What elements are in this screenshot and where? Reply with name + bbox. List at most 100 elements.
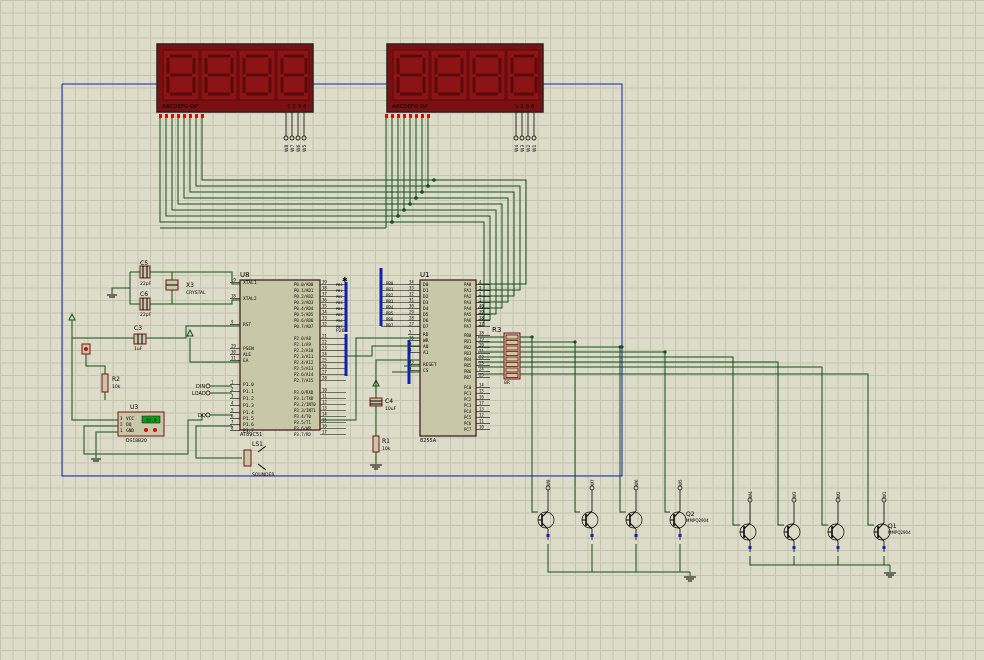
u1-pin-name: PA6 <box>464 318 472 323</box>
ls1-ref: LS1 <box>252 441 263 448</box>
r3-resistor-pack[interactable]: R3 8R <box>492 326 521 386</box>
c4-capacitor[interactable]: C4 10uF <box>369 397 397 412</box>
c5-capacitor[interactable]: C5 22pF <box>130 260 152 287</box>
transistor-net: W1 <box>882 491 887 498</box>
svg-text:2: 2 <box>120 422 123 427</box>
u1-pin-num: 34 <box>409 280 414 285</box>
u8-pin-num: 1 <box>231 380 234 385</box>
u8-pin-name: P3.6/WR <box>294 426 311 431</box>
u1-pin-name: PB6 <box>464 369 472 374</box>
u8-p0-net: PB3 <box>336 301 343 305</box>
u1-pin-name: PA3 <box>464 300 472 305</box>
u1-pin-name: PA2 <box>464 294 472 299</box>
u8-pin-num: 23 <box>322 346 327 351</box>
u8-pin-num: 28 <box>322 376 327 381</box>
c4-value: 10uF <box>385 406 397 412</box>
u8-p0-net: PB4 <box>336 307 343 311</box>
u1-pin-name: PC2 <box>464 397 472 402</box>
u8-pin-name: P0.0/AD0 <box>294 282 314 287</box>
u3-temp-sensor[interactable]: U3 3 2 1 VCC DQ GND -55.0 DS18B20 <box>117 404 165 444</box>
u8-pin-num: 10 <box>322 388 327 393</box>
net-load: LOAD <box>192 391 206 397</box>
u1-bus-net: PB4 <box>386 305 394 310</box>
c3-capacitor[interactable]: C3 1uF <box>133 325 147 352</box>
u8-pin-num: 26 <box>322 364 327 369</box>
u8-pin-num: 32 <box>322 322 327 327</box>
svg-text:DQ: DQ <box>126 422 132 428</box>
transistor-right-1[interactable]: W3 <box>783 491 801 552</box>
u1-pin-name: PB7 <box>464 375 472 380</box>
ground-icon <box>684 572 896 582</box>
r1-resistor[interactable]: R1 10k <box>372 435 391 453</box>
u8-pin-num: 6 <box>231 414 234 419</box>
u8-pin-num: 34 <box>322 310 327 315</box>
transistor-ground-wires <box>547 544 891 576</box>
u1-part: 8255A <box>420 438 437 444</box>
u1-pin-num: 37 <box>479 322 484 327</box>
transistor-right-0[interactable]: W4 <box>739 491 757 552</box>
u1-pin-num: 3 <box>479 286 482 291</box>
bus-marker-icon: ✱ <box>342 276 348 284</box>
r2-ref: R2 <box>112 376 120 383</box>
u8-pin-name: P3.5/T1 <box>294 420 311 425</box>
u8-pin-num: 22 <box>322 340 327 345</box>
seven-seg-display-left[interactable]: ABCDEFG DP 1 2 3 4 <box>156 43 314 113</box>
transistor-net: W3 <box>792 491 797 498</box>
transistor-right-3[interactable]: W1 <box>873 491 891 552</box>
u8-pin-num: 13 <box>322 406 327 411</box>
u1-bus-net: PB0 <box>386 281 394 286</box>
u8-pin-name: P1.1 <box>243 389 254 395</box>
c6-value: 22pF <box>140 312 152 318</box>
u1-pin-num: 14 <box>479 383 484 388</box>
u1-pin-name: PB2 <box>464 345 472 350</box>
u8-pin-num: 12 <box>322 400 327 405</box>
seven-seg-display-right[interactable]: ABCDEFG DP 1 2 3 4 <box>386 43 544 113</box>
transistor-left-0[interactable]: W8 <box>537 479 555 540</box>
net-dq: DQ <box>198 413 206 419</box>
u1-ref: U1 <box>420 271 430 279</box>
u1-pin-num: 5 <box>409 330 412 335</box>
r1-ground-icon <box>370 464 382 470</box>
transistor-right-2[interactable]: W2 <box>827 491 845 552</box>
reset-button[interactable] <box>81 343 91 355</box>
u1-pin-name: D5 <box>423 312 429 318</box>
u1-pin-num: 21 <box>479 349 484 354</box>
svg-text:1: 1 <box>120 428 123 433</box>
u1-pin-num: 38 <box>479 316 484 321</box>
u8-pin-num: 24 <box>322 352 327 357</box>
r1-ref: R1 <box>382 438 390 445</box>
svg-text:VCC: VCC <box>126 416 134 422</box>
u1-8255[interactable]: U1 8255A 34D033D132D231D330D429D528D627D… <box>381 271 490 444</box>
display-right-digit-label: 1 2 3 4 <box>515 104 535 110</box>
transistor-left-3[interactable]: W5 <box>669 479 687 540</box>
u8-pin-name: P2.6/A14 <box>294 372 314 377</box>
display-left-digit-pins <box>283 112 307 141</box>
u1-pin-name: PC4 <box>464 409 472 414</box>
u8-pin-num: 21 <box>322 334 327 339</box>
u8-microcontroller[interactable]: U8 AT89C51 19XTAL118XTAL29RST29PSEN30ALE… <box>230 271 346 438</box>
transistor-left-2[interactable]: W6 <box>625 479 643 540</box>
u8-p0-net: PB0 <box>336 283 343 287</box>
u8-pin-name: P3.4/T0 <box>294 414 311 419</box>
svg-text:W8: W8 <box>284 145 290 152</box>
u1-pin-num: 30 <box>409 304 414 309</box>
u8-pin-num: 35 <box>322 304 327 309</box>
u8-pin-name: P0.7/AD7 <box>294 324 314 329</box>
u1-pin-name: RESET <box>423 362 437 368</box>
u8-pin-name: P3.2/INT0 <box>294 402 316 407</box>
r2-resistor[interactable]: R2 10k <box>101 373 121 393</box>
u1-pin-num: 4 <box>479 280 482 285</box>
u1-pin-num: 25 <box>479 373 484 378</box>
transistor-left-1[interactable]: W7 <box>581 479 599 540</box>
u1-pin-name: PC3 <box>464 403 472 408</box>
u1-pin-name: PB0 <box>464 333 472 338</box>
svg-text:W2: W2 <box>526 145 532 152</box>
transistor-net: W5 <box>678 479 683 486</box>
u8-p0-net: PB1 <box>336 289 343 293</box>
u8-pin-name: P2.1/A9 <box>294 342 311 347</box>
u1-pin-num: 2 <box>479 292 482 297</box>
ls1-sounder[interactable]: LS1 SOUNDER <box>243 441 275 478</box>
u8-pin-name: P2.5/A13 <box>294 366 314 371</box>
c6-capacitor[interactable]: C6 22pF <box>139 291 152 318</box>
